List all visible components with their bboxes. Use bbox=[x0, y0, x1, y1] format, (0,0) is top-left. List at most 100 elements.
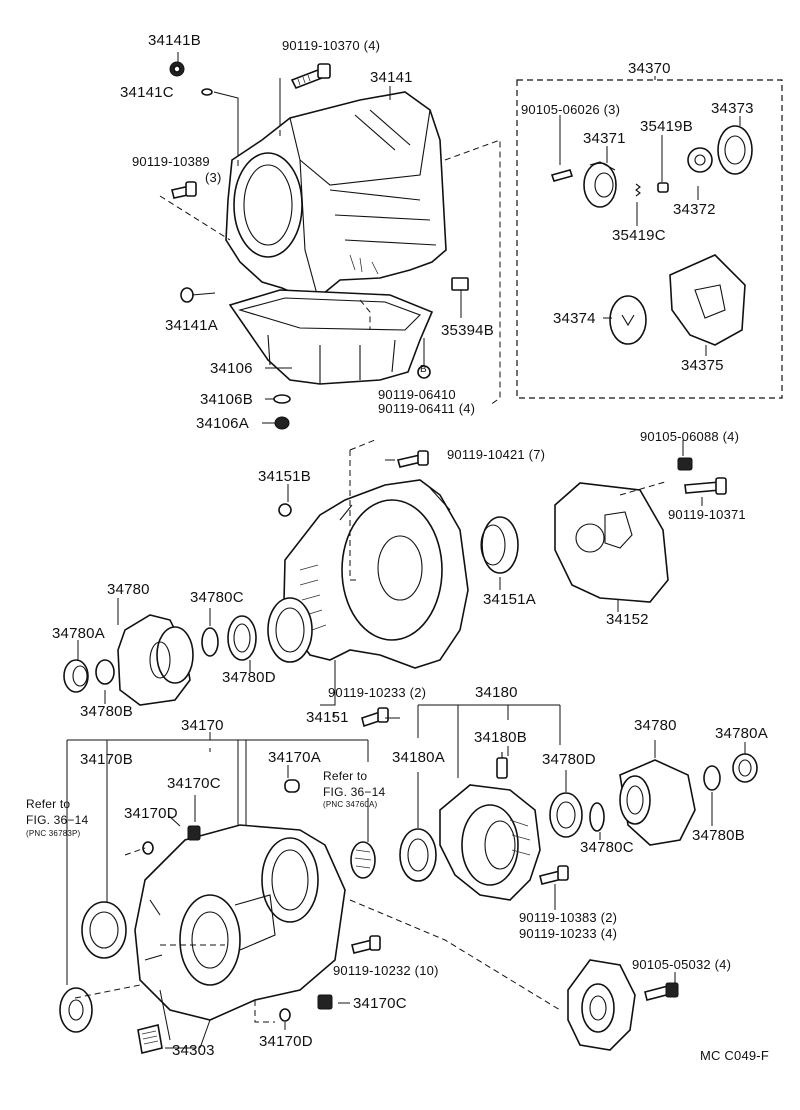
dowel-34170A bbox=[284, 779, 300, 793]
sensor-34180B bbox=[496, 752, 508, 779]
label-34141B: 34141B bbox=[148, 32, 201, 49]
label-34780A-left: 34780A bbox=[52, 625, 105, 642]
bearing-34151A bbox=[480, 516, 519, 574]
label-34106B: 34106B bbox=[200, 391, 253, 408]
label-34375: 34375 bbox=[681, 357, 724, 374]
label-34780D-left: 34780D bbox=[222, 669, 276, 686]
label-34106A: 34106A bbox=[196, 415, 249, 432]
spring-35419C bbox=[635, 183, 641, 197]
label-34374: 34374 bbox=[553, 310, 596, 327]
bolt-34170C-bottom bbox=[317, 994, 333, 1010]
bearing-lower-left bbox=[59, 987, 93, 1033]
gear-34372 bbox=[687, 147, 713, 173]
label-34170D-bottom: 34170D bbox=[259, 1033, 313, 1050]
label-34170: 34170 bbox=[181, 717, 224, 734]
seal-34170B bbox=[81, 901, 127, 959]
label-34180A: 34180A bbox=[392, 749, 445, 766]
output-shaft-cover bbox=[267, 597, 313, 663]
gasket-34106B bbox=[273, 394, 291, 404]
transmission-case-34141 bbox=[225, 91, 447, 299]
label-35394B: 35394B bbox=[441, 322, 494, 339]
refer-to-left-line2: FIG. 36−14 bbox=[26, 813, 89, 827]
label-90119-10389: 90119-10389 bbox=[132, 154, 210, 169]
bearing-34780D-left bbox=[227, 615, 257, 661]
label-34106: 34106 bbox=[210, 360, 253, 377]
adapter-housing-34170 bbox=[134, 824, 346, 1021]
refer-to-mid-line2: FIG. 36−14 bbox=[323, 785, 386, 799]
needle-bearing bbox=[350, 841, 376, 879]
pump-body-34371 bbox=[583, 161, 617, 208]
diagram-code: MC C049-F bbox=[700, 1048, 769, 1063]
refer-to-left-line1: Refer to bbox=[26, 797, 71, 811]
label-34180B: 34180B bbox=[474, 729, 527, 746]
label-34780D-right: 34780D bbox=[542, 751, 596, 768]
cover-34375 bbox=[669, 254, 746, 346]
label-plate-34303 bbox=[137, 1024, 163, 1054]
label-34780B-left: 34780B bbox=[80, 703, 133, 720]
label-34780B-right: 34780B bbox=[692, 827, 745, 844]
bolt-90105-06088 bbox=[677, 457, 693, 471]
seal-34780A-right bbox=[732, 753, 758, 783]
label-90105-05032: 90105-05032 (4) bbox=[632, 957, 732, 972]
label-34152: 34152 bbox=[606, 611, 649, 628]
label-34780A-right: 34780A bbox=[715, 725, 768, 742]
label-34151: 34151 bbox=[306, 709, 349, 726]
bolt-34141B bbox=[169, 61, 185, 77]
plug-34151B bbox=[278, 503, 292, 517]
label-34170B: 34170B bbox=[80, 751, 133, 768]
label-34370: 34370 bbox=[628, 60, 671, 77]
bolt-90119-10383 bbox=[539, 865, 569, 885]
bolt-90119-10389 bbox=[171, 181, 197, 199]
leaders-middle bbox=[77, 439, 703, 718]
oring-34141C bbox=[201, 88, 213, 96]
label-34371: 34371 bbox=[583, 130, 626, 147]
refer-to-mid-line3: (PNC 34760A) bbox=[323, 800, 378, 809]
leaders-bottom-left bbox=[74, 748, 561, 1049]
bolt-90119-10371 bbox=[684, 477, 727, 495]
bolt-90119-10370 bbox=[290, 63, 331, 90]
gear-34373 bbox=[717, 125, 753, 175]
plug-34106A bbox=[274, 416, 290, 430]
seal-34780A-left bbox=[63, 659, 89, 693]
brackets-34170 bbox=[66, 732, 369, 985]
oil-pan-34106 bbox=[228, 289, 434, 385]
washer-34780B-left bbox=[95, 659, 115, 685]
label-35419B: 35419B bbox=[640, 118, 693, 135]
bearing-34780D-right bbox=[549, 792, 583, 838]
label-34780-left: 34780 bbox=[107, 581, 150, 598]
label-90119-06410: 90119-06410 bbox=[378, 387, 456, 402]
label-90119-10233-a: 90119-10233 (2) bbox=[328, 685, 427, 700]
oil-pump-assembly-box bbox=[516, 79, 783, 399]
extension-housing-34780-right bbox=[619, 759, 696, 846]
leaders-top bbox=[159, 52, 501, 424]
plug-34170D-bottom bbox=[279, 1008, 291, 1022]
leaders-bottom-right bbox=[385, 717, 746, 983]
label-34780C-right: 34780C bbox=[580, 839, 634, 856]
washer-34780B-right bbox=[703, 765, 721, 791]
label-34141A: 34141A bbox=[165, 317, 218, 334]
bolt-90119-10232 bbox=[351, 935, 381, 954]
oring-34780C-left bbox=[201, 627, 219, 657]
label-34780-right: 34780 bbox=[634, 717, 677, 734]
transfer-adapter-34180 bbox=[439, 784, 541, 901]
label-34372: 34372 bbox=[673, 201, 716, 218]
plug-34170D-top bbox=[142, 841, 154, 855]
circle-b-mark: B bbox=[420, 364, 427, 375]
label-34141C: 34141C bbox=[120, 84, 174, 101]
plug-34141A bbox=[180, 287, 194, 303]
refer-to-mid-line1: Refer to bbox=[323, 769, 368, 783]
label-90119-10370: 90119-10370 (4) bbox=[282, 38, 381, 53]
plug-35419B bbox=[657, 182, 669, 193]
bolt-90119-10421 bbox=[396, 450, 429, 468]
magnet-35394B bbox=[451, 277, 469, 291]
label-34141: 34141 bbox=[370, 69, 413, 86]
bolt-90105-05032 bbox=[644, 982, 679, 1001]
bolt-90105-06026 bbox=[550, 169, 574, 182]
oring-34780C-right bbox=[589, 802, 605, 832]
label-90105-06088: 90105-06088 (4) bbox=[640, 429, 740, 444]
label-34170A: 34170A bbox=[268, 749, 321, 766]
label-34373: 34373 bbox=[711, 100, 754, 117]
extension-housing-34780-left bbox=[117, 614, 194, 706]
label-90119-10232: 90119-10232 (10) bbox=[333, 963, 439, 978]
